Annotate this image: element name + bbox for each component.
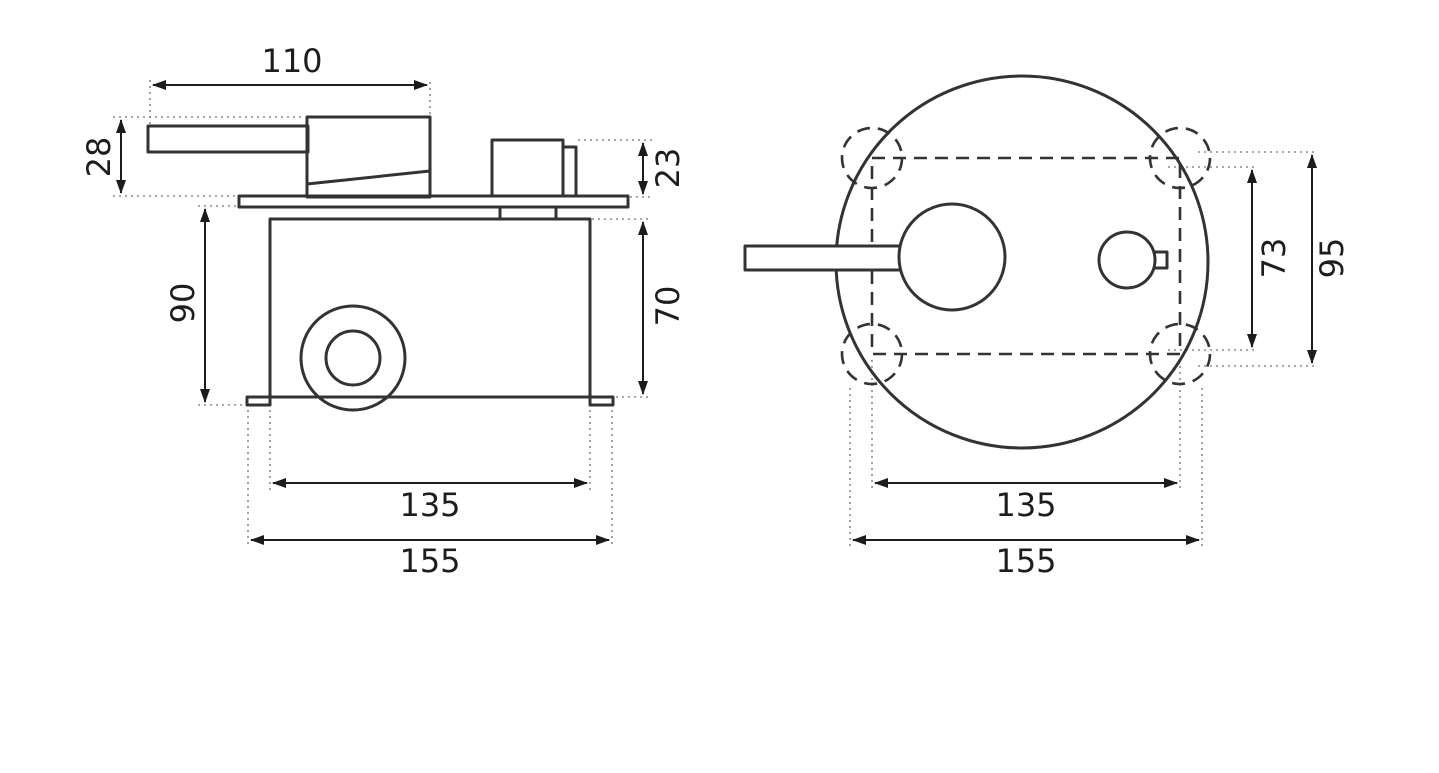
- dim-110: 110: [152, 42, 428, 90]
- dim-label-155-front: 155: [995, 542, 1056, 580]
- dim-135-side: 135: [272, 478, 588, 524]
- dim-155-side: 155: [250, 535, 610, 580]
- temperature-knob-side: [490, 138, 565, 198]
- valve-body-slant: [306, 169, 431, 186]
- front-view: 73 95 135 155: [743, 74, 1351, 580]
- front-geometry: [743, 74, 1212, 450]
- escutcheon-plate: [237, 194, 630, 209]
- lever-hub-circle: [897, 202, 1007, 312]
- dim-label-70: 70: [649, 286, 687, 327]
- dim-label-95: 95: [1313, 238, 1351, 279]
- front-dimensions: 73 95 135 155: [852, 154, 1351, 580]
- side-extension-lines: [113, 79, 652, 548]
- dim-70: 70: [638, 221, 687, 395]
- dim-95: 95: [1307, 154, 1351, 364]
- temperature-knob-stem: [561, 145, 578, 198]
- mounting-foot-left: [245, 395, 272, 407]
- side-view: 110 28 23 90 70 135: [80, 42, 687, 580]
- front-extension-lines: [849, 151, 1318, 548]
- dim-label-23: 23: [649, 148, 687, 189]
- dim-90: 90: [164, 208, 210, 403]
- dim-label-135-front: 135: [995, 486, 1056, 524]
- dim-label-135-side: 135: [399, 486, 460, 524]
- lever-handle-front: [743, 244, 905, 272]
- side-geometry: [146, 115, 630, 412]
- dim-label-155-side: 155: [399, 542, 460, 580]
- dim-label-28: 28: [80, 137, 118, 178]
- valve-body-side: [305, 115, 432, 199]
- dim-155-front: 155: [852, 535, 1200, 580]
- mounting-foot-right: [588, 395, 615, 407]
- outlet-circle-inner: [324, 329, 382, 387]
- dim-28: 28: [80, 119, 126, 194]
- mounting-box-side: [268, 217, 592, 399]
- lever-handle-side: [146, 124, 310, 154]
- side-dimensions: 110 28 23 90 70 135: [80, 42, 687, 580]
- dim-73: 73: [1247, 169, 1293, 348]
- temperature-knob-circle: [1097, 230, 1157, 290]
- outlet-circle-outer: [299, 304, 407, 412]
- dim-23: 23: [638, 142, 687, 195]
- dim-label-110: 110: [261, 42, 322, 80]
- dim-label-90: 90: [164, 283, 202, 324]
- dim-label-73: 73: [1255, 238, 1293, 279]
- dim-135-front: 135: [874, 478, 1178, 524]
